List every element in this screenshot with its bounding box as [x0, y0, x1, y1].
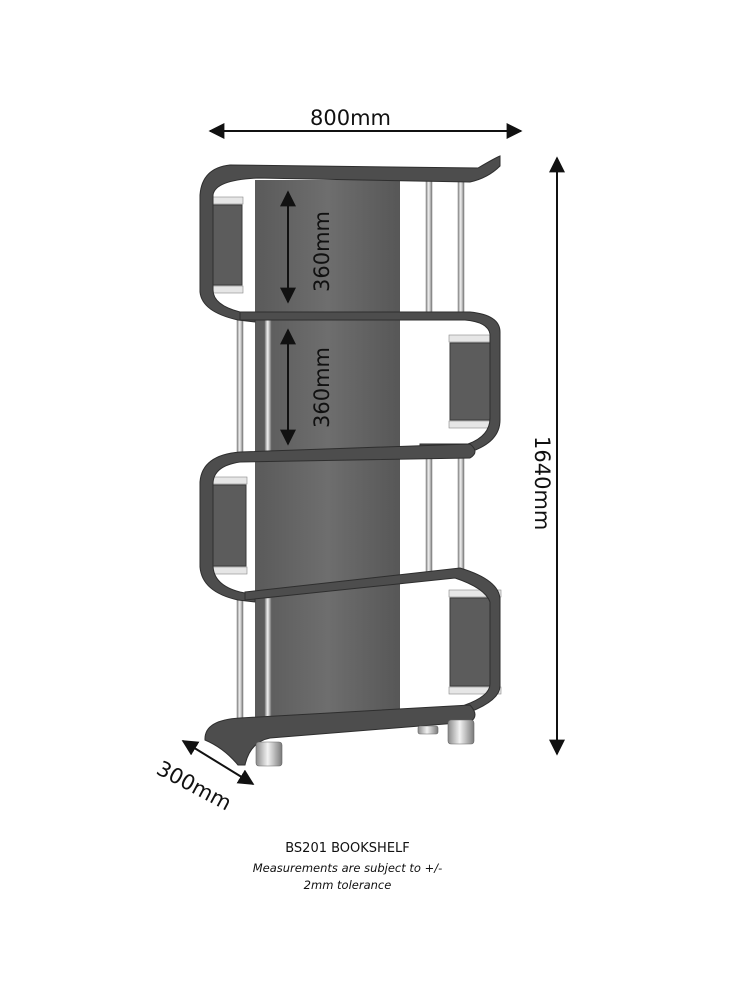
tolerance-note-line2: 2mm tolerance — [303, 878, 392, 892]
product-title: BS201 BOOKSHELF — [285, 841, 410, 856]
tolerance-note-line1: Measurements are subject to +/- — [252, 861, 443, 875]
shelf-gap-label-upper: 360mm — [310, 211, 334, 292]
depth-arrow — [181, 740, 255, 785]
width-label: 800mm — [310, 106, 391, 130]
height-label: 1640mm — [530, 436, 554, 531]
panel-clips — [202, 196, 502, 695]
shelf-gap-label-lower: 360mm — [310, 347, 334, 428]
dimension-arrows — [181, 123, 565, 785]
feet — [255, 719, 475, 767]
